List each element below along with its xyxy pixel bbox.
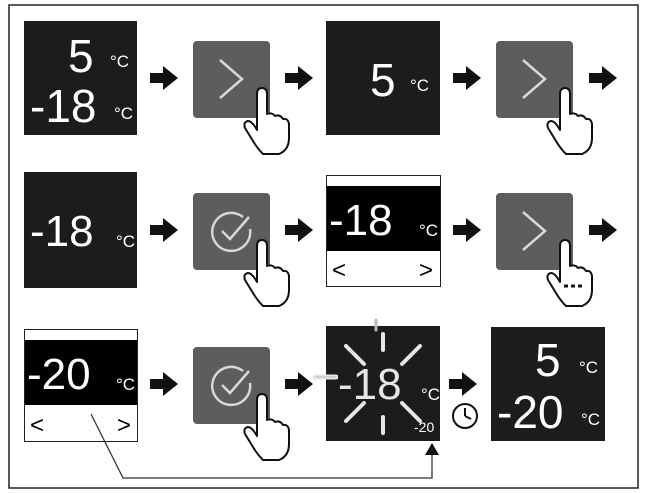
freezer-temp: -20 [497,386,564,438]
blinking-display: -18 °C -20 [326,326,440,441]
arrow-right-icon [150,372,178,396]
freezer-unit: °C [581,410,601,429]
check-circle-icon [211,365,252,407]
display-fridge: 5 °C [326,21,440,135]
fridge-temp: 5 [370,54,396,106]
check-circle-icon [211,211,252,253]
freezer-temp: -18 [30,80,97,132]
arrow-right-icon [150,218,178,242]
hand-press-icon [243,393,290,461]
clock-icon [452,403,478,429]
fridge-temp: 5 [535,334,561,386]
chevron-right-icon [219,59,244,99]
hand-press-icon [243,239,290,307]
arrow-right-icon [150,66,178,90]
lcd-setting-display: -18 °C < > [326,175,441,287]
lcd-temp: -20 [27,350,91,399]
lcd-setting-display: -20 °C < > [24,329,138,442]
chevron-right-icon: > [419,257,434,284]
arrow-right-icon [453,218,481,242]
arrow-right-icon [453,66,481,90]
blink-target-temp: -20 [414,419,435,435]
chevron-left-icon: < [332,257,347,284]
chevron-right-icon: > [117,412,132,439]
blink-rays [344,332,422,435]
fridge-unit: °C [579,358,599,377]
chevron-right-icon [522,59,547,99]
arrow-right-icon [285,66,313,90]
freezer-unit: °C [114,104,134,123]
fridge-unit: °C [110,52,130,71]
display-fridge-freezer: 5 °C -18 °C [24,21,137,135]
arrow-right-icon [285,218,313,242]
arrow-right-icon [589,218,617,242]
blink-ray-left [312,374,338,380]
hand-press-icon [243,87,290,155]
lcd-unit: °C [419,221,439,240]
fridge-temp: 5 [68,30,94,82]
fridge-unit: °C [410,76,430,95]
arrow-right-icon [449,372,477,396]
lcd-unit: °C [116,375,136,394]
blink-ray-top [374,318,378,332]
arrow-right-icon [285,372,313,396]
arrow-right-icon [589,66,617,90]
lcd-temp: -18 [329,196,393,245]
lcd-bar [327,186,440,251]
freezer-temp: -18 [30,207,94,256]
hand-press-hold-icon [546,239,593,307]
lcd-bar [25,340,137,405]
display-freezer: -18 °C [24,172,137,288]
blink-temp: -18 [338,360,402,409]
hand-press-icon [546,87,593,155]
blink-unit: °C [421,385,441,404]
chevron-left-icon: < [30,412,45,439]
chevron-right-icon [522,211,547,251]
freezer-unit: °C [116,232,136,251]
display-final: 5 °C -20 °C [491,327,605,441]
